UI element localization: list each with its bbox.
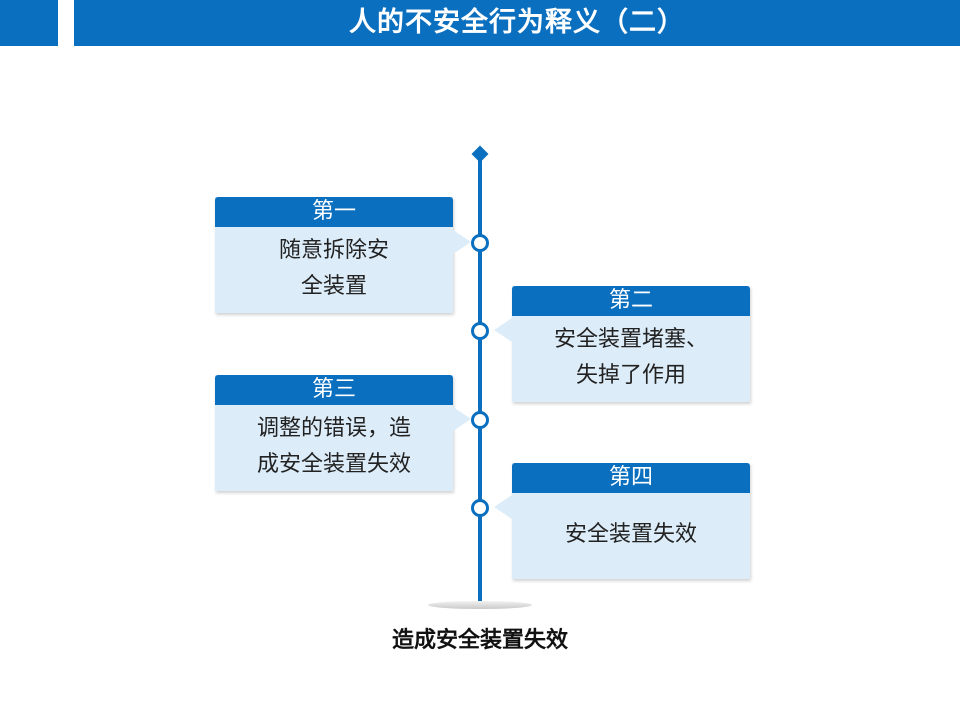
card-second-line-2: 失掉了作用 <box>575 363 686 388</box>
timeline-top-diamond <box>471 145 489 163</box>
timeline-line <box>478 156 482 602</box>
card-third-line-1: 调整的错误，造 <box>256 416 411 441</box>
timeline-node-3 <box>471 411 489 429</box>
card-fourth: 第四 安全装置失效 <box>512 463 750 579</box>
header-accent-block <box>0 0 58 46</box>
card-third-label: 第三 <box>215 375 453 405</box>
timeline-node-1 <box>471 234 489 252</box>
card-third: 第三 调整的错误，造 成安全装置失效 <box>215 375 453 491</box>
timeline-base <box>428 601 532 609</box>
card-second-line-1: 安全装置堵塞、 <box>553 327 708 352</box>
page-title: 人的不安全行为释义（二） <box>349 7 685 38</box>
timeline-node-4 <box>471 499 489 517</box>
card-third-pointer <box>453 407 471 431</box>
card-first: 第一 随意拆除安 全装置 <box>215 197 453 313</box>
card-second-pointer <box>494 318 512 342</box>
card-fourth-label: 第四 <box>512 463 750 493</box>
timeline-node-2 <box>471 322 489 340</box>
card-third-line-2: 成安全装置失效 <box>256 452 411 477</box>
card-fourth-line-1: 安全装置失效 <box>564 522 697 547</box>
card-first-line-2: 全装置 <box>300 274 367 299</box>
card-second-label: 第二 <box>512 286 750 316</box>
card-first-line-1: 随意拆除安 <box>278 238 389 263</box>
card-second: 第二 安全装置堵塞、 失掉了作用 <box>512 286 750 402</box>
card-first-pointer <box>453 230 471 254</box>
header-bar <box>74 0 960 46</box>
card-second-text: 安全装置堵塞、 失掉了作用 <box>512 316 750 394</box>
card-first-text: 随意拆除安 全装置 <box>215 227 453 305</box>
summary-caption: 造成安全装置失效 <box>391 628 568 653</box>
card-fourth-pointer <box>494 495 512 519</box>
card-third-text: 调整的错误，造 成安全装置失效 <box>215 405 453 483</box>
card-first-label: 第一 <box>215 197 453 227</box>
card-fourth-text: 安全装置失效 <box>512 493 750 553</box>
